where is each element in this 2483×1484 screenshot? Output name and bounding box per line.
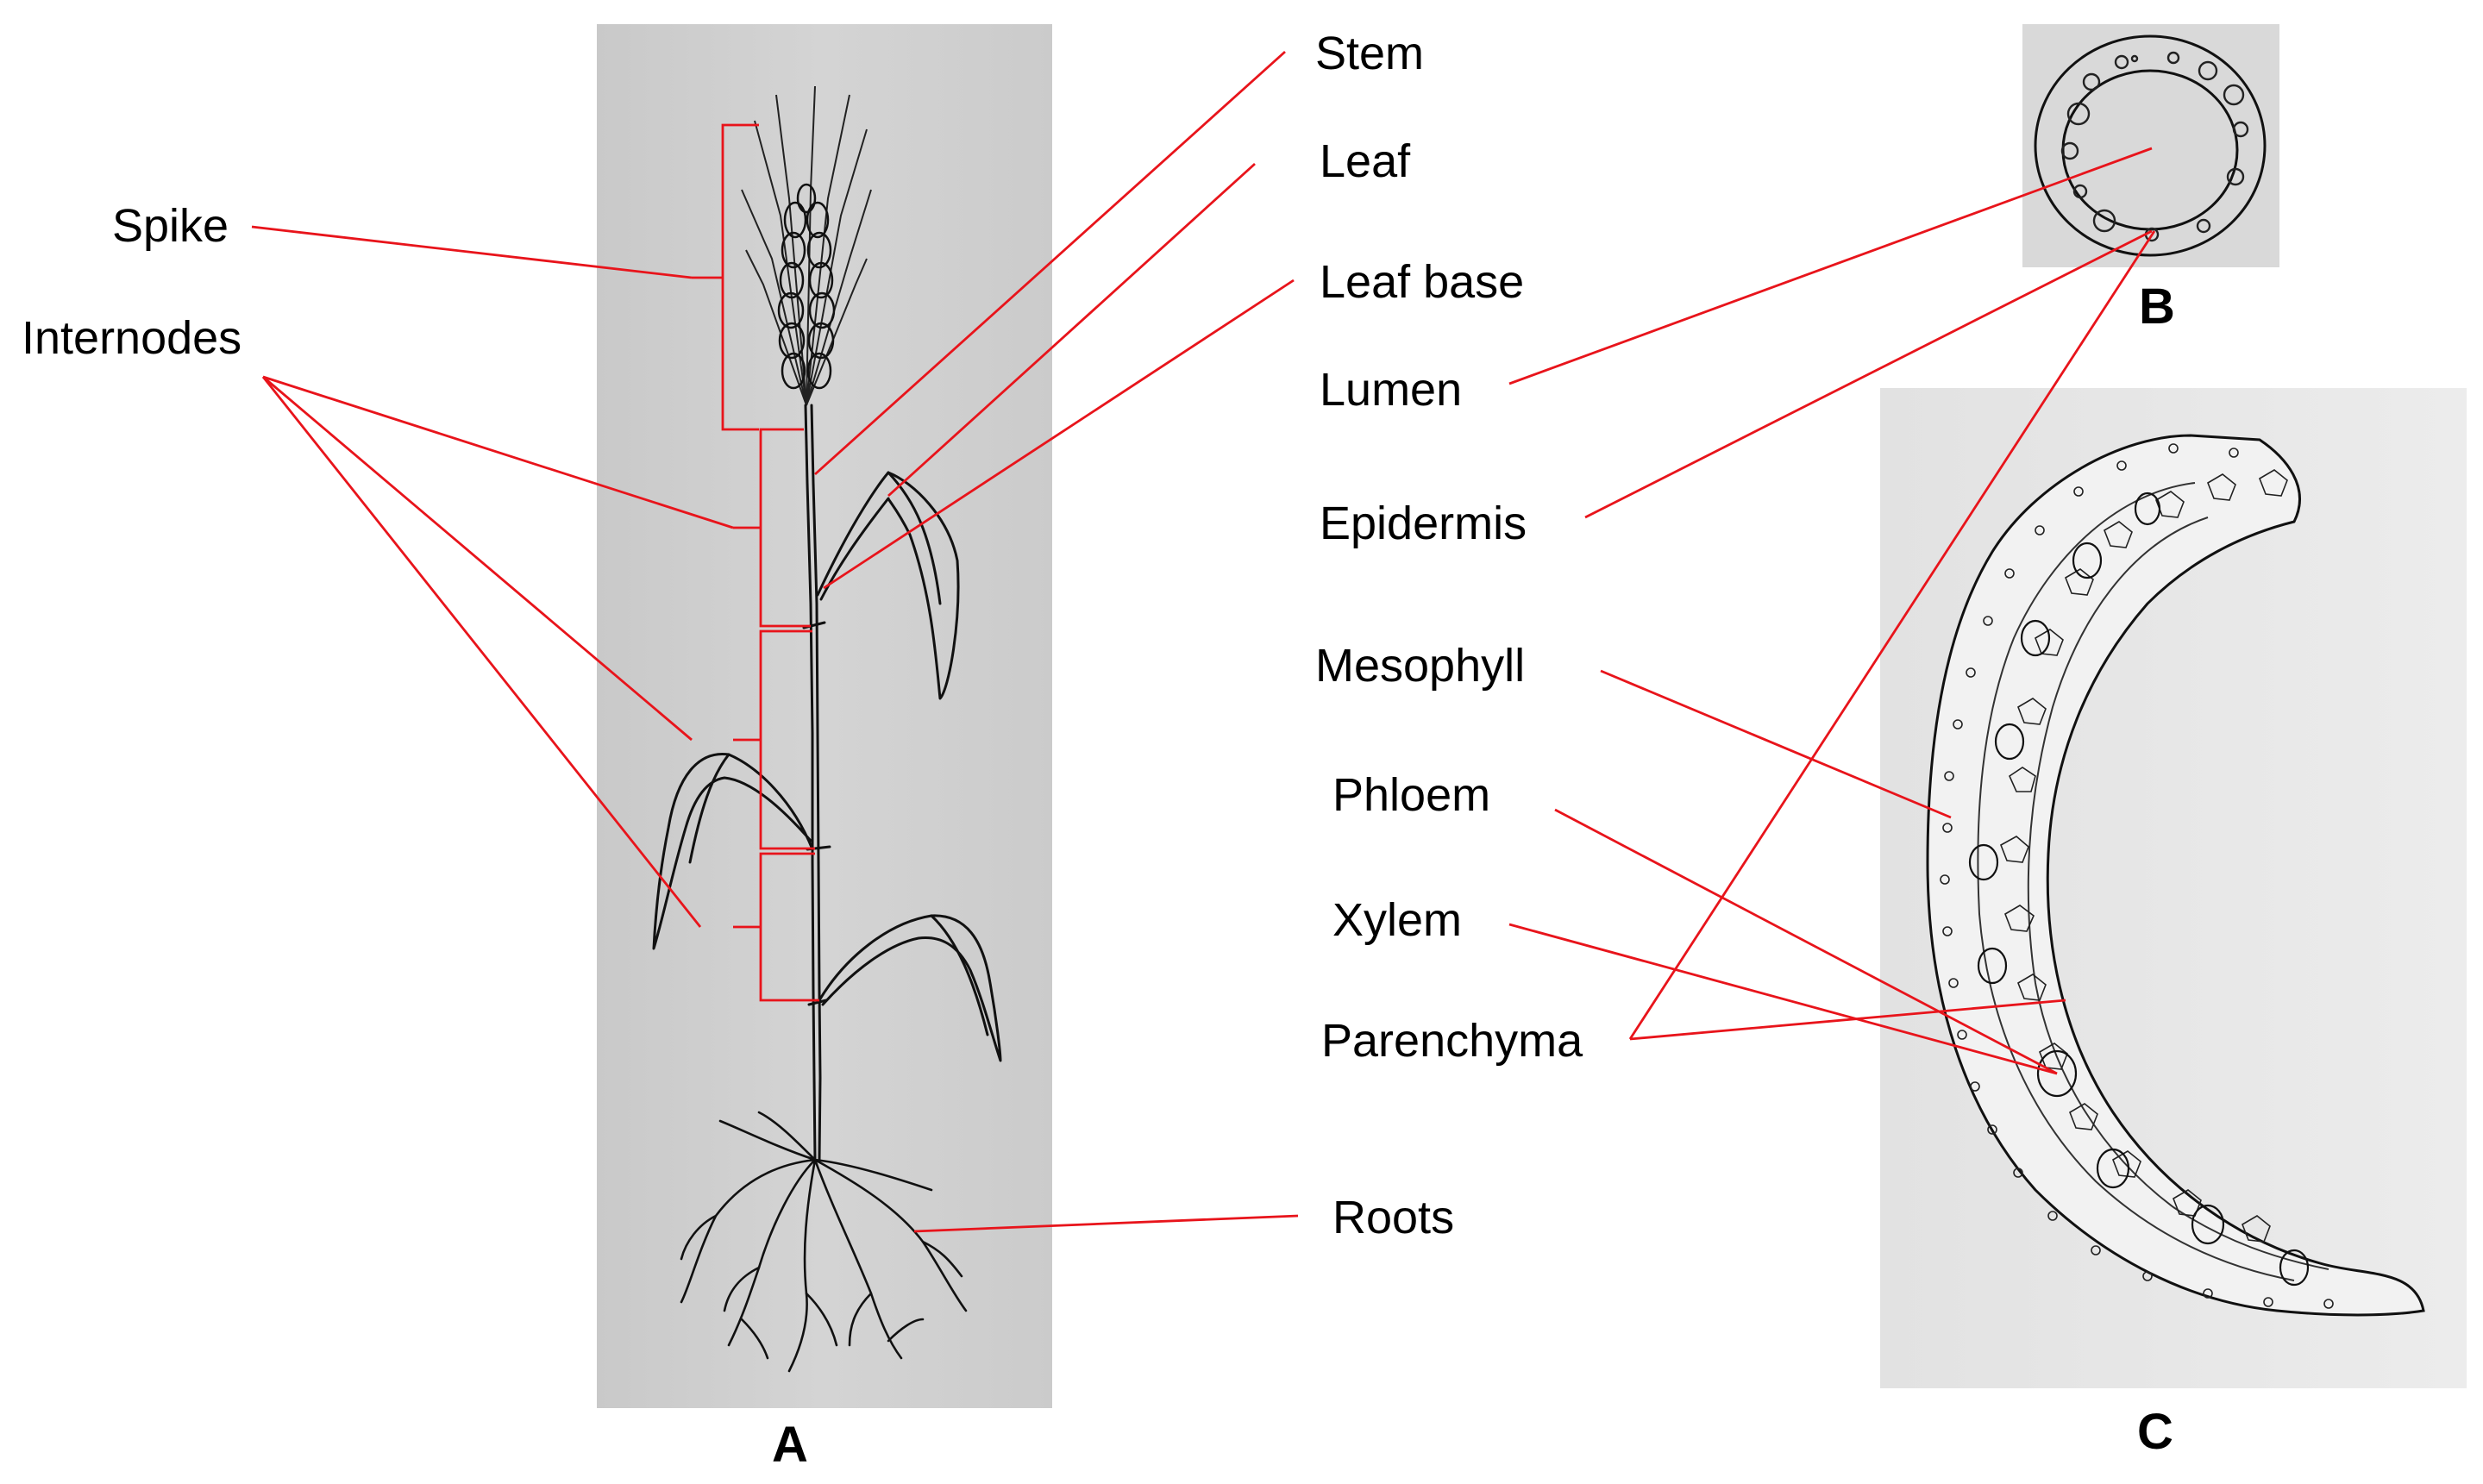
roots-drawing (680, 1111, 968, 1373)
label-internodes: Internodes (22, 312, 241, 364)
labels: Spike Internodes Stem Leaf Leaf base Lum… (22, 28, 2175, 1473)
panel-a-plant-drawing (597, 24, 1052, 1408)
label-lumen: Lumen (1320, 364, 1462, 416)
panel-bc-leader-lines (1508, 147, 2156, 1075)
internode-brackets (692, 123, 819, 1002)
label-epidermis: Epidermis (1320, 498, 1527, 549)
label-phloem: Phloem (1332, 769, 1490, 821)
panel-label-c: C (2137, 1404, 2173, 1460)
panel-b-cross-section (2022, 24, 2279, 267)
spike-drawing (741, 85, 872, 406)
label-spike: Spike (112, 200, 229, 252)
label-leaf-base: Leaf base (1320, 256, 1524, 308)
panel-label-b: B (2139, 279, 2175, 335)
label-roots: Roots (1332, 1192, 1454, 1243)
leaves-drawing (652, 471, 1002, 1062)
panel-a-leader-lines (251, 50, 1299, 1233)
label-parenchyma: Parenchyma (1321, 1015, 1583, 1067)
panel-label-a: A (772, 1417, 808, 1473)
label-xylem: Xylem (1332, 894, 1462, 946)
label-mesophyll: Mesophyll (1315, 640, 1525, 692)
label-leaf: Leaf (1320, 135, 1411, 187)
panel-c-cross-section (1880, 388, 2467, 1388)
label-stem: Stem (1315, 28, 1424, 79)
vascular-bundles (1968, 492, 2310, 1287)
